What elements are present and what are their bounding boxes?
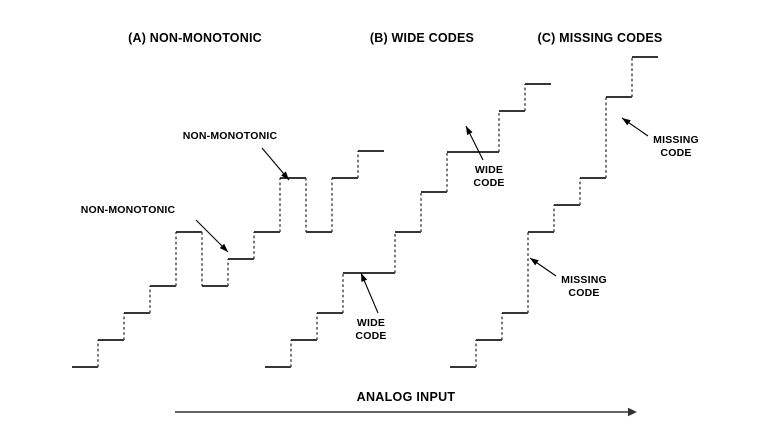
- panels-layer: (A) NON-MONOTONIC NON-MONOTONIC NON-MONOTO…: [72, 31, 699, 368]
- axis-label: ANALOG INPUT: [357, 390, 456, 404]
- annotation-arrowhead-icon: [281, 171, 289, 180]
- annotation-label: NON-MONOTONIC: [183, 130, 278, 142]
- analog-input-axis: ANALOG INPUT: [175, 390, 637, 417]
- staircase-b: [265, 83, 551, 368]
- annotation-line-2: CODE: [355, 330, 386, 342]
- annotation-arrowhead-icon: [466, 126, 473, 135]
- annotation-line-1: MISSING: [561, 274, 607, 286]
- annotation-line-1: NON-MONOTONIC: [183, 130, 278, 142]
- panel-title-b: (B) WIDE CODES: [370, 31, 474, 45]
- annotation-arrowhead-icon: [361, 273, 368, 283]
- annotation-line-1: WIDE: [475, 164, 503, 176]
- annotation-arrowhead-icon: [530, 258, 539, 266]
- annotation-line-2: CODE: [473, 177, 504, 189]
- axis-arrowhead-icon: [628, 407, 637, 417]
- annotation-arrowhead-icon: [622, 118, 631, 126]
- annotation-arrowhead-icon: [219, 243, 228, 252]
- panel-a: (A) NON-MONOTONIC NON-MONOTONIC NON-MONOTO…: [72, 31, 384, 368]
- staircase-a: [72, 150, 384, 368]
- annotation-a-annot-1: NON-MONOTONIC: [81, 204, 229, 253]
- annotation-a-annot-2: NON-MONOTONIC: [183, 130, 290, 181]
- annotation-line-2: CODE: [568, 287, 599, 299]
- annotation-line-1: MISSING: [653, 134, 699, 146]
- staircase-c: [450, 56, 658, 368]
- annotation-line-1: WIDE: [357, 317, 385, 329]
- panel-title-c: (C) MISSING CODES: [538, 31, 663, 45]
- annotation-label: NON-MONOTONIC: [81, 204, 176, 216]
- annotation-line-2: CODE: [660, 147, 691, 159]
- panel-title-a: (A) NON-MONOTONIC: [128, 31, 262, 45]
- annotation-line-1: NON-MONOTONIC: [81, 204, 176, 216]
